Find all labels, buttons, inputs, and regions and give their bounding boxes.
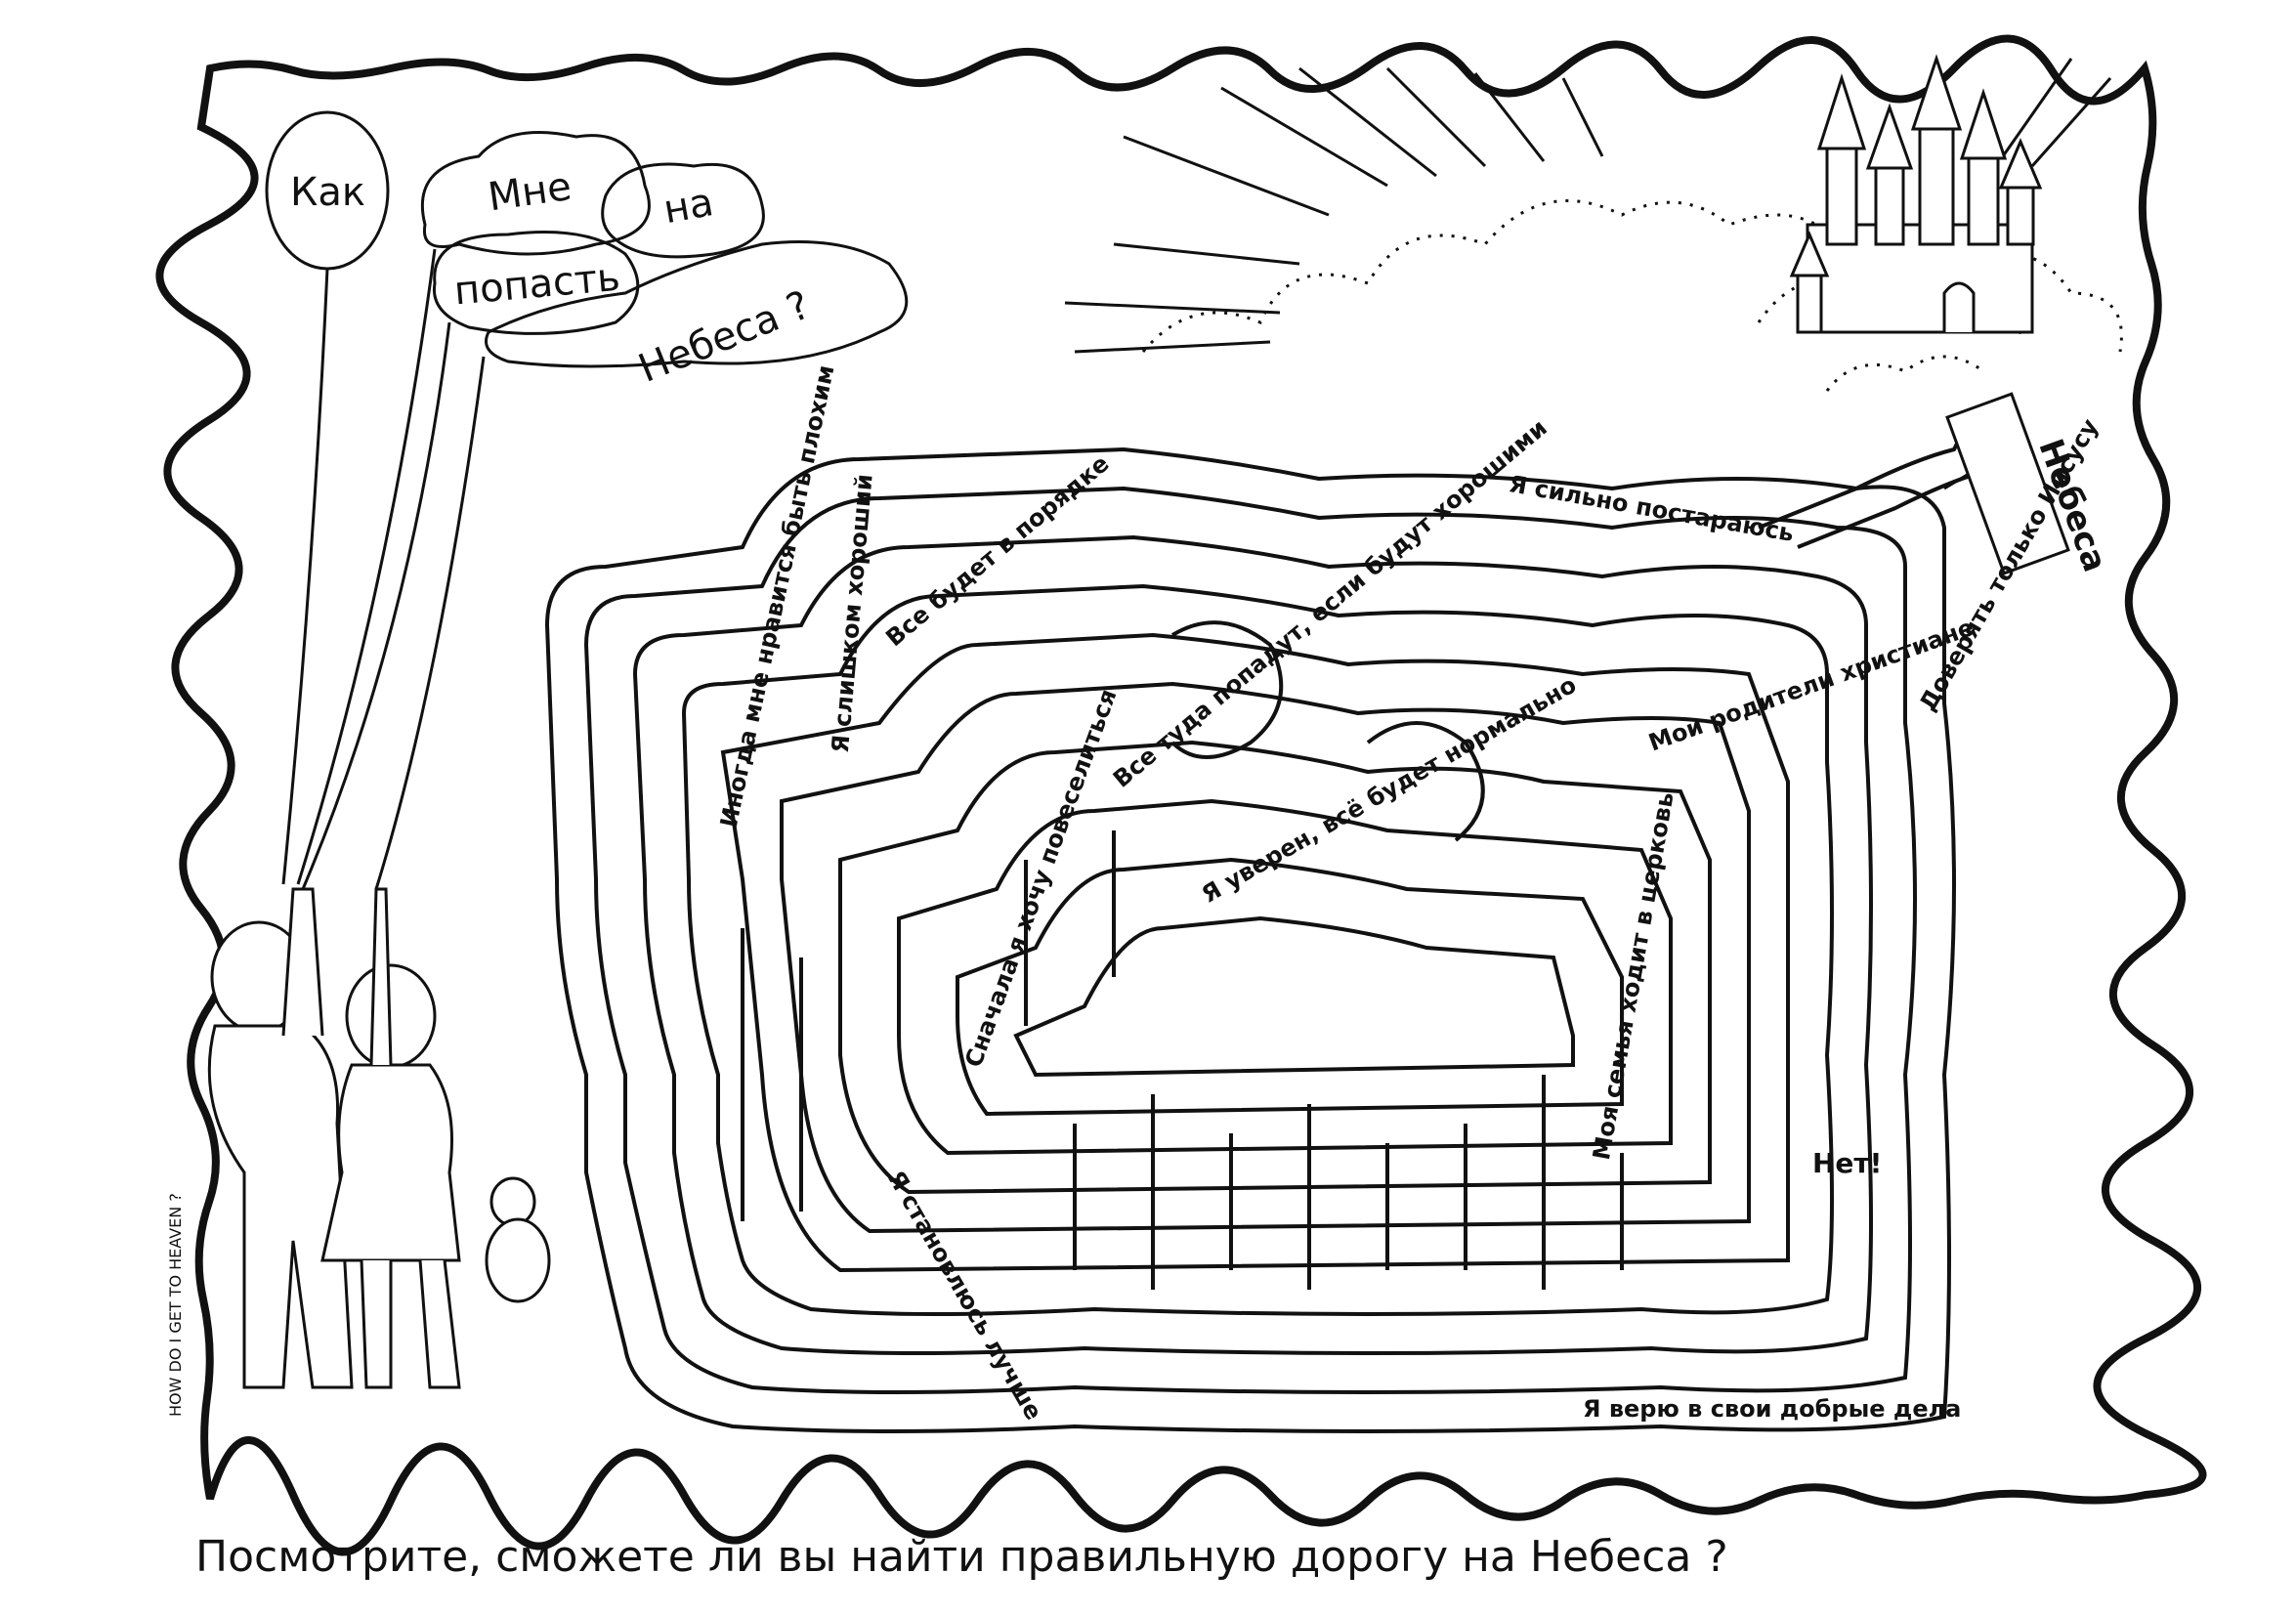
label-i-am-good: Я слишком хороший	[827, 473, 878, 754]
label-getting-better: Я становлюсь лучше	[882, 1166, 1047, 1425]
balloon-text-popast: попасть	[452, 255, 622, 315]
caption: Посмотрите, сможете ли вы найти правильн…	[195, 1532, 1728, 1582]
label-sometimes-bad: Иногда мне нравится быть плохим	[715, 362, 840, 829]
picture-frame	[155, 34, 2207, 1556]
label-all-will-be-ok: Все будет в порядке	[880, 449, 1114, 652]
castle-drawing	[1789, 54, 2043, 334]
maze[interactable]	[544, 409, 2015, 1433]
heaven-sign	[1943, 392, 2070, 575]
label-good-deeds: Я верю в свои добрые дела	[1583, 1395, 1961, 1423]
label-no: Нет!	[1812, 1147, 1882, 1179]
balloon-group	[265, 110, 909, 890]
label-sure-normal: Я уверен, всё будет нормально	[1197, 671, 1581, 909]
balloon-text-nebesa: Небеса ?	[632, 282, 816, 392]
balloon-text-mne: Мне	[486, 164, 574, 220]
balloon-text-kak: Как	[290, 170, 365, 215]
sun-rays	[1064, 58, 2112, 354]
label-fun-first: Сначала я хочу повеселиться	[959, 686, 1122, 1071]
credit-text: HOW DO I GET TO HEAVEN ?	[166, 1193, 185, 1417]
children-drawing	[207, 887, 551, 1389]
balloon-text-na: на	[660, 180, 717, 233]
